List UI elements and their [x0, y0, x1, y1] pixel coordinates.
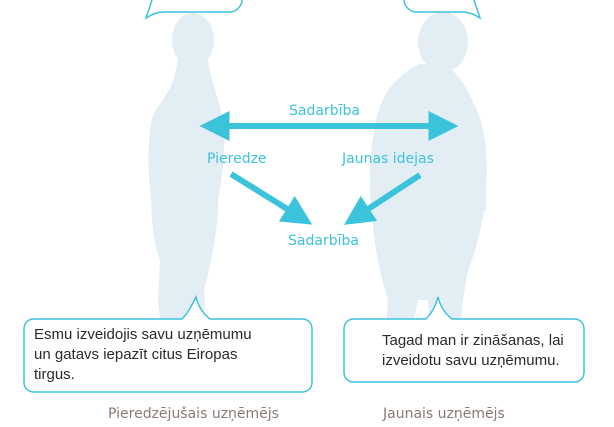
experience-arrow — [229, 171, 313, 225]
center-collaboration-label: Sadarbība — [289, 103, 360, 119]
man-silhouette-icon — [369, 12, 487, 358]
experienced-entrepreneur-caption: Pieredzējušais uzņēmējs — [108, 406, 279, 422]
top-right-bubble-tail — [403, 0, 482, 20]
experience-label: Pieredze — [207, 151, 267, 167]
right-bubble-text: Tagad man ir zināšanas, lai izveidotu sa… — [382, 331, 564, 371]
woman-silhouette-icon — [148, 13, 225, 365]
left-bubble-line: Esmu izveidojis savu uzņēmumu — [34, 326, 252, 343]
new-ideas-arrow — [343, 172, 422, 225]
top-left-bubble-tail — [144, 0, 243, 20]
right-speech-bubble — [343, 296, 585, 383]
right-bubble-line: izveidotu savu uzņēmumu. — [382, 352, 560, 369]
right-bubble-line: Tagad man ir zināšanas, lai — [382, 332, 564, 349]
bottom-collaboration-label: Sadarbība — [288, 233, 359, 249]
left-speech-bubble — [23, 294, 313, 393]
new-entrepreneur-caption: Jaunais uzņēmējs — [383, 406, 505, 422]
left-bubble-text: Esmu izveidojis savu uzņēmumu un gatavs … — [34, 325, 252, 385]
left-bubble-line: tirgus. — [34, 366, 75, 383]
left-bubble-line: un gatavs iepazīt citus Eiropas — [34, 346, 238, 363]
new-ideas-label: Jaunas idejas — [342, 151, 434, 167]
